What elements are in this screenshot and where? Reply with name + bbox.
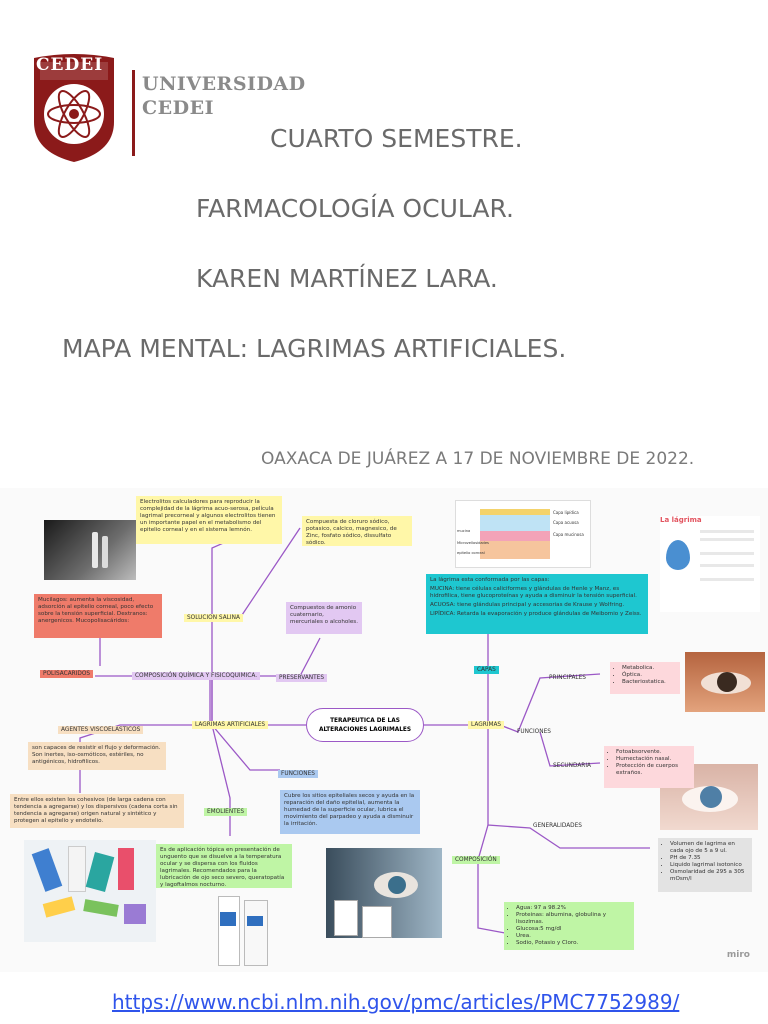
lagrimas-artificiales-label: LAGRIMAS ARTIFICIALES xyxy=(192,721,268,729)
secundaria-item: Protección de cuerpos extraños. xyxy=(616,763,690,777)
funciones-left-note: Cubre los sitios epiteliales secos y ayu… xyxy=(280,790,420,834)
capas-note: La lágrima esta conformada por las capas… xyxy=(426,574,648,634)
products-photo xyxy=(24,840,156,942)
cloruro-note: Compuesta de cloruro sódico, potasico, c… xyxy=(302,516,412,546)
generalidades-item: Liquido lagrimal isotonico xyxy=(670,862,748,869)
logo-text: CEDEI xyxy=(36,55,103,75)
secundaria-list: Fotoabsorvente. Humectación nasal. Prote… xyxy=(604,746,694,788)
layer-label-lipid: Capa lipídica xyxy=(550,509,582,517)
emolientes-note: Es de aplicación tópica en presentación … xyxy=(156,844,292,888)
generalidades-item: PH de 7.35 xyxy=(670,855,748,862)
electrolitos-note: Electrolitos calculadores para reproduci… xyxy=(136,496,282,544)
amonio-note: Compuestos de amonio cuaternario, mercur… xyxy=(286,602,362,634)
logo-divider xyxy=(132,70,135,156)
mucilagos-text: Mucilagos: aumenta la viscosidad, adsorc… xyxy=(38,597,153,624)
eyedrops-photo xyxy=(44,520,136,580)
secundaria-item: Humectación nasal. xyxy=(616,756,690,763)
mind-map: Capa lipídica Capa acuosa Capa mucinosa … xyxy=(0,488,768,972)
infographic-title: La lágrima xyxy=(660,516,702,524)
principal-item: Óptica. xyxy=(622,672,676,679)
composicion-quimica-label: COMPOSICIÓN QUÍMICA Y FISICOQUIMICA. xyxy=(132,672,260,680)
agentes-viscoelasticos-label: AGENTES VISCOELASTICOS xyxy=(58,726,143,734)
generalidades-label: GENERALIDADES xyxy=(530,822,585,830)
mucina-text: MUCINA: tiene células caliciformes y glá… xyxy=(430,586,644,600)
composicion-right-label: COMPOSICIÓN xyxy=(452,856,500,864)
solucion-salina-label: SOLUCION SALINA xyxy=(184,614,243,622)
lagrimas-label: LAGRIMAS xyxy=(468,721,504,729)
lipidica-text: LIPÍDICA: Retarda la evaporación y produ… xyxy=(430,611,644,618)
university-line-2: CEDEI xyxy=(142,96,306,120)
polisacaridos-label: POLISACARIDOS xyxy=(40,670,93,678)
university-name: UNIVERSIDAD CEDEI xyxy=(142,72,306,120)
composicion-item: Agua: 97 a 98.2% xyxy=(516,905,630,912)
central-topic: TERAPEUTICA DE LAS ALTERACIONES LAGRIMAL… xyxy=(306,708,424,742)
principales-label: PRINCIPALES xyxy=(546,674,589,682)
funciones-right-label: FUNCIONES xyxy=(514,728,554,736)
student-heading: KAREN MARTÍNEZ LARA. xyxy=(196,264,498,293)
semester-heading: CUARTO SEMESTRE. xyxy=(270,124,523,153)
principales-list: Metabolica. Óptica. Bacteriostatica. xyxy=(610,662,680,694)
layer-label-aqueous: Capa acuosa xyxy=(550,519,582,527)
university-line-1: UNIVERSIDAD xyxy=(142,72,306,96)
funciones-left-label: FUNCIONES xyxy=(278,770,318,778)
tear-film-diagram: Capa lipídica Capa acuosa Capa mucinosa … xyxy=(455,500,591,568)
diagram-label-epitelio: epitelio corneal xyxy=(456,549,486,557)
emolientes-label: EMOLIENTES xyxy=(204,808,247,816)
composicion-item: Urea. xyxy=(516,933,630,940)
eye-drop-photo xyxy=(326,848,442,938)
ointment-photo xyxy=(214,892,274,968)
capas-label: CAPAS xyxy=(474,666,499,674)
composicion-item: Proteinas: albumina, globulina y lisozim… xyxy=(516,912,630,926)
composicion-list: Agua: 97 a 98.2% Proteinas: albumina, gl… xyxy=(504,902,634,950)
miro-watermark: miro xyxy=(727,950,750,960)
principal-item: Bacteriostatica. xyxy=(622,679,676,686)
preservantes-label: PRESERVANTES xyxy=(276,674,327,682)
composicion-item: Sodio, Potasio y Cloro. xyxy=(516,940,630,947)
course-heading: FARMACOLOGÍA OCULAR. xyxy=(196,194,514,223)
reference-link[interactable]: https://www.ncbi.nlm.nih.gov/pmc/article… xyxy=(112,990,679,1014)
generalidades-list: Volumen de lagrima en cada ojo de 5 a 9 … xyxy=(658,838,752,892)
mucilagos-note: Mucilagos: aumenta la viscosidad, adsorc… xyxy=(34,594,162,638)
generalidades-item: Osmolaridad de 295 a 305 mOsm/l xyxy=(670,869,748,883)
cohesivos-note: Entre ellos existen los cohesivos (de la… xyxy=(10,794,184,828)
principal-item: Metabolica. xyxy=(622,665,676,672)
viscoelastic-note: son capaces de resistir el flujo y defor… xyxy=(28,742,166,770)
acuosa-text: ACUOSA: tiene glándulas principal y acce… xyxy=(430,602,644,609)
diagram-label-microvellosidades: Microvellosidades xyxy=(456,539,490,547)
generalidades-item: Volumen de lagrima en cada ojo de 5 a 9 … xyxy=(670,841,748,855)
capas-intro: La lágrima esta conformada por las capas… xyxy=(430,577,644,584)
eye-closeup-photo-1 xyxy=(685,652,765,712)
date-line: OAXACA DE JUÁREZ A 17 DE NOVIEMBRE DE 20… xyxy=(261,449,694,469)
diagram-label-mucina: mucina xyxy=(456,527,471,535)
secundaria-item: Fotoabsorvente. xyxy=(616,749,690,756)
composicion-item: Glucosa:5 mg/dl xyxy=(516,926,630,933)
tear-drop-infographic: La lágrima xyxy=(660,516,760,612)
topic-heading: MAPA MENTAL: LAGRIMAS ARTIFICIALES. xyxy=(62,334,566,363)
secundaria-label: SECUNDARIA xyxy=(550,762,594,770)
layer-label-mucin: Capa mucinosa xyxy=(550,531,587,539)
